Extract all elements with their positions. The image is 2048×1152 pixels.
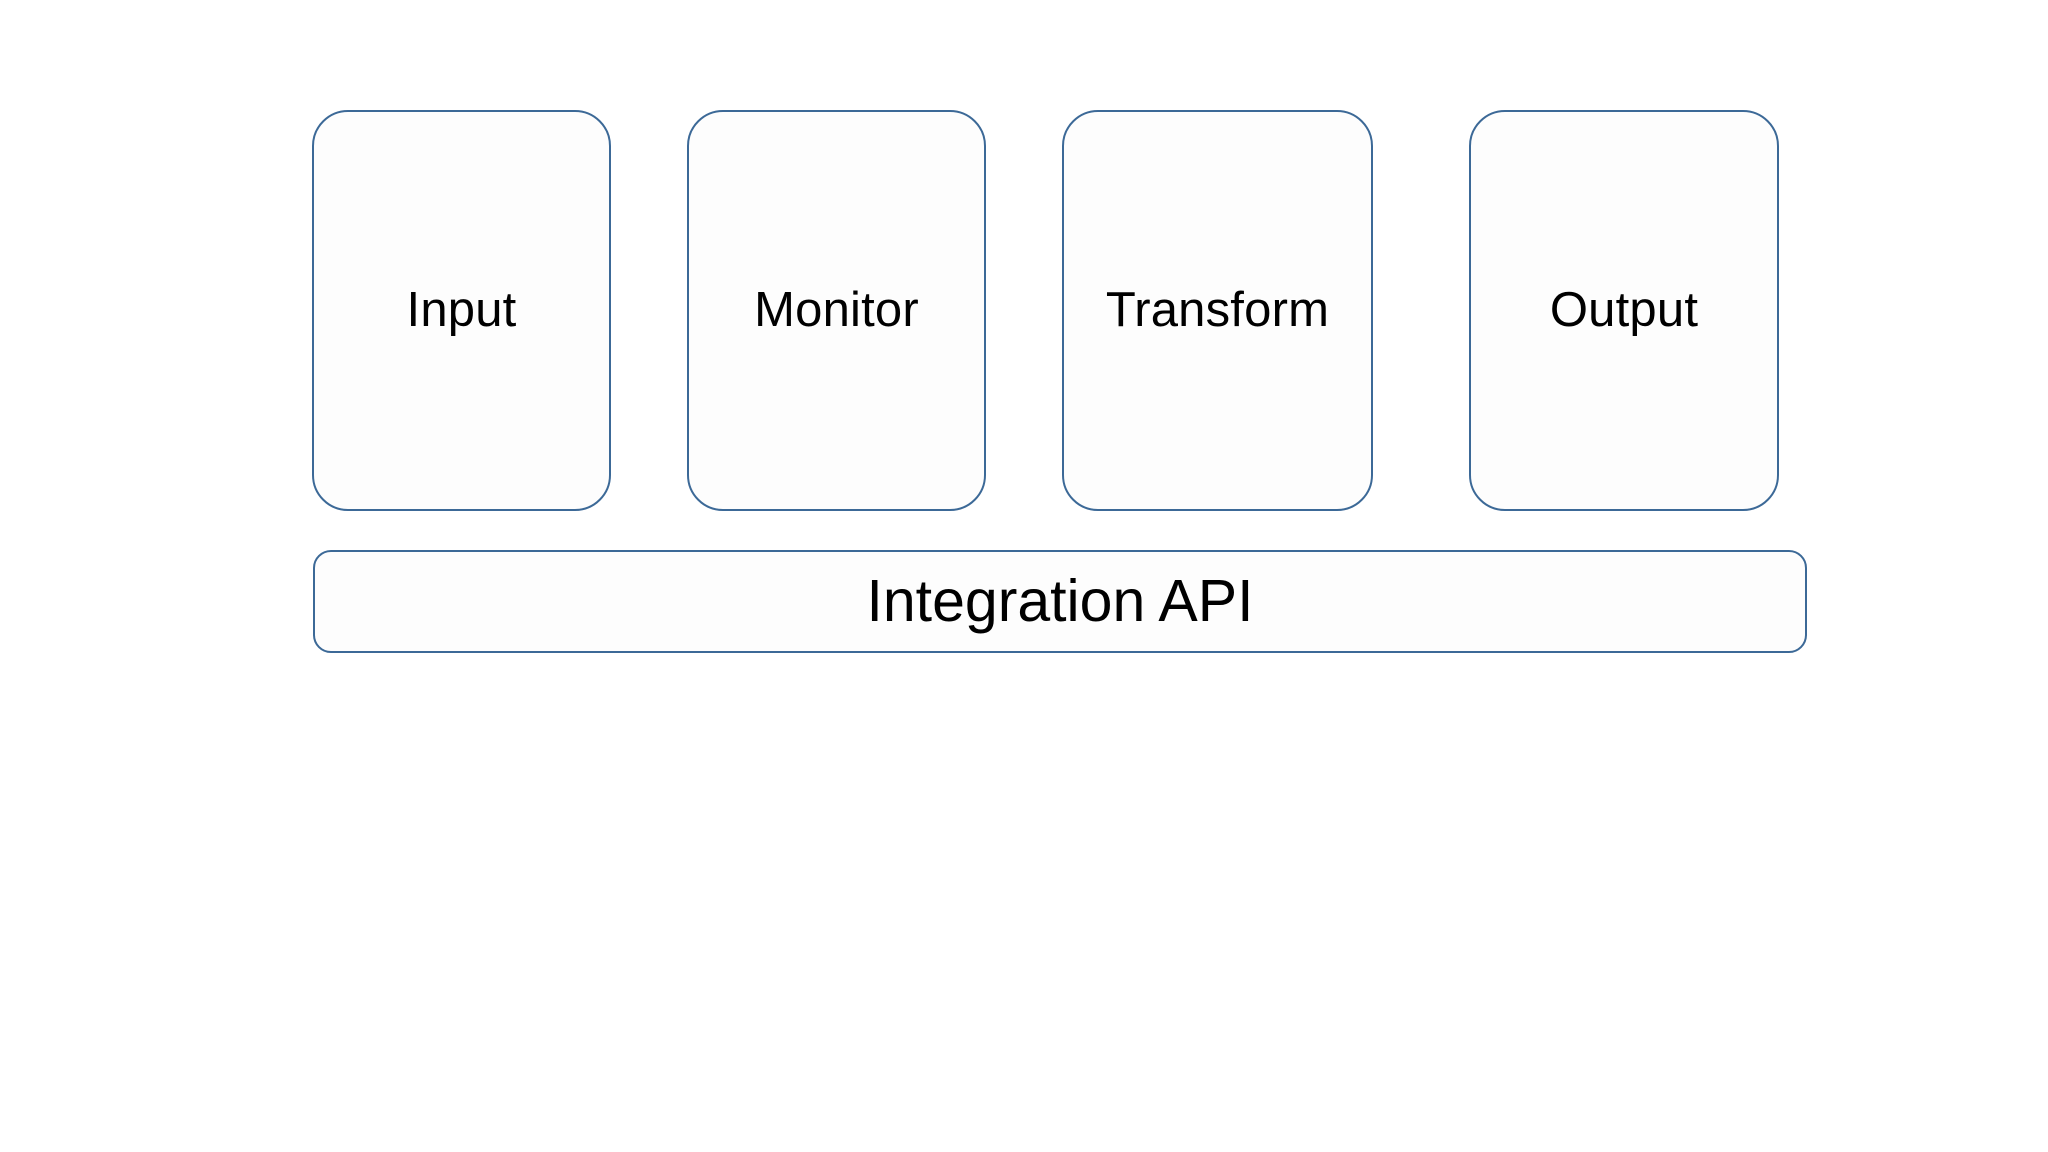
- stage-label-monitor: Monitor: [754, 283, 919, 337]
- stage-box-transform[interactable]: Transform: [1062, 110, 1373, 511]
- integration-api-label: Integration API: [866, 568, 1254, 634]
- stage-label-input: Input: [406, 283, 517, 337]
- stage-box-input[interactable]: Input: [312, 110, 611, 511]
- stage-label-output: Output: [1549, 283, 1699, 337]
- integration-api-bar[interactable]: Integration API: [313, 550, 1807, 653]
- stage-box-output[interactable]: Output: [1469, 110, 1779, 511]
- stage-box-monitor[interactable]: Monitor: [687, 110, 986, 511]
- stage-label-transform: Transform: [1105, 283, 1330, 337]
